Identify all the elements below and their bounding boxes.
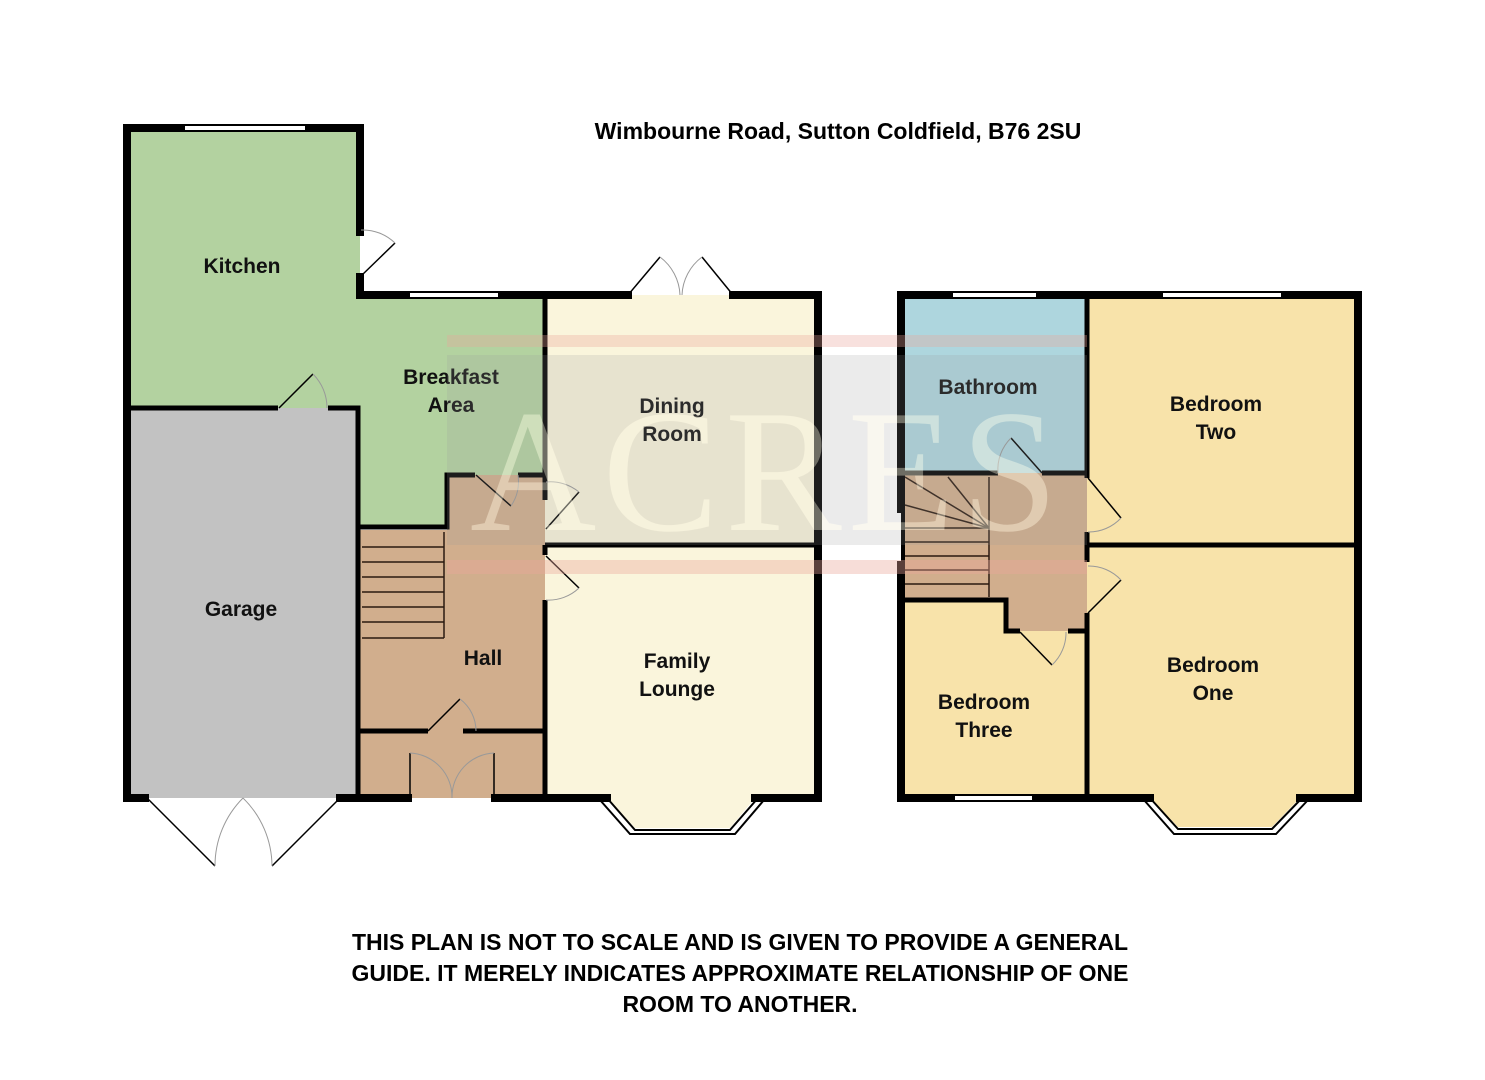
label-bedroom-three-2: Three — [955, 719, 1012, 742]
label-dining-1: Dining — [639, 395, 704, 418]
room-garage — [127, 408, 358, 798]
garage-doors — [146, 797, 341, 867]
first-floor-stairs — [904, 476, 990, 597]
label-bathroom: Bathroom — [938, 376, 1037, 399]
label-kitchen: Kitchen — [203, 255, 280, 278]
patio-doors — [627, 256, 734, 296]
label-lounge-2: Lounge — [639, 678, 715, 701]
first-floor: Bathroom Bedroom Two Bedroom One Bedroom… — [897, 291, 1362, 835]
disclaimer-line-1: THIS PLAN IS NOT TO SCALE AND IS GIVEN T… — [352, 929, 1128, 955]
hall-lounge-door — [545, 555, 580, 601]
disclaimer-line-2: GUIDE. IT MERELY INDICATES APPROXIMATE R… — [352, 960, 1129, 986]
porch-door — [427, 698, 477, 732]
bathroom-door — [997, 437, 1043, 474]
label-bedroom-one-1: Bedroom — [1167, 654, 1259, 677]
label-lounge-1: Family — [644, 650, 711, 673]
kitchen-side-door — [360, 229, 396, 277]
disclaimer-line-3: ROOM TO ANOTHER. — [622, 991, 857, 1017]
ground-floor: Kitchen Breakfast Area Garage Hall Dinin… — [123, 124, 822, 867]
label-hall: Hall — [464, 647, 503, 670]
label-bedroom-one-2: One — [1193, 682, 1234, 705]
room-kitchen — [127, 128, 545, 527]
room-dining — [545, 295, 818, 545]
room-bedroom-two — [1087, 295, 1358, 545]
room-landing — [901, 473, 1087, 631]
address-title: Wimbourne Road, Sutton Coldfield, B76 2S… — [595, 118, 1082, 144]
room-family-lounge — [545, 545, 818, 828]
room-bedroom-one — [1087, 545, 1358, 827]
watermark-text: ACRES — [470, 374, 1064, 568]
kitchen-garage-door — [278, 373, 328, 409]
acres-watermark: ACRES — [447, 335, 1087, 574]
label-breakfast-2: Area — [428, 394, 475, 417]
hall-breakfast-door — [475, 474, 519, 507]
hall-dining-door — [545, 481, 580, 530]
label-dining-2: Room — [642, 423, 702, 446]
room-bathroom — [901, 295, 1087, 473]
label-garage: Garage — [205, 598, 277, 621]
label-bedroom-two-1: Bedroom — [1170, 393, 1262, 416]
label-bedroom-three-1: Bedroom — [938, 691, 1030, 714]
bedroom-three-door — [1019, 631, 1067, 666]
bedroom-one-door — [1087, 565, 1122, 614]
ground-stairs — [362, 532, 445, 639]
room-bedroom-three — [901, 600, 1087, 798]
label-bedroom-two-2: Two — [1196, 421, 1236, 444]
label-breakfast-1: Breakfast — [403, 366, 499, 389]
front-doors — [409, 752, 495, 799]
bedroom-two-door — [1087, 477, 1122, 533]
